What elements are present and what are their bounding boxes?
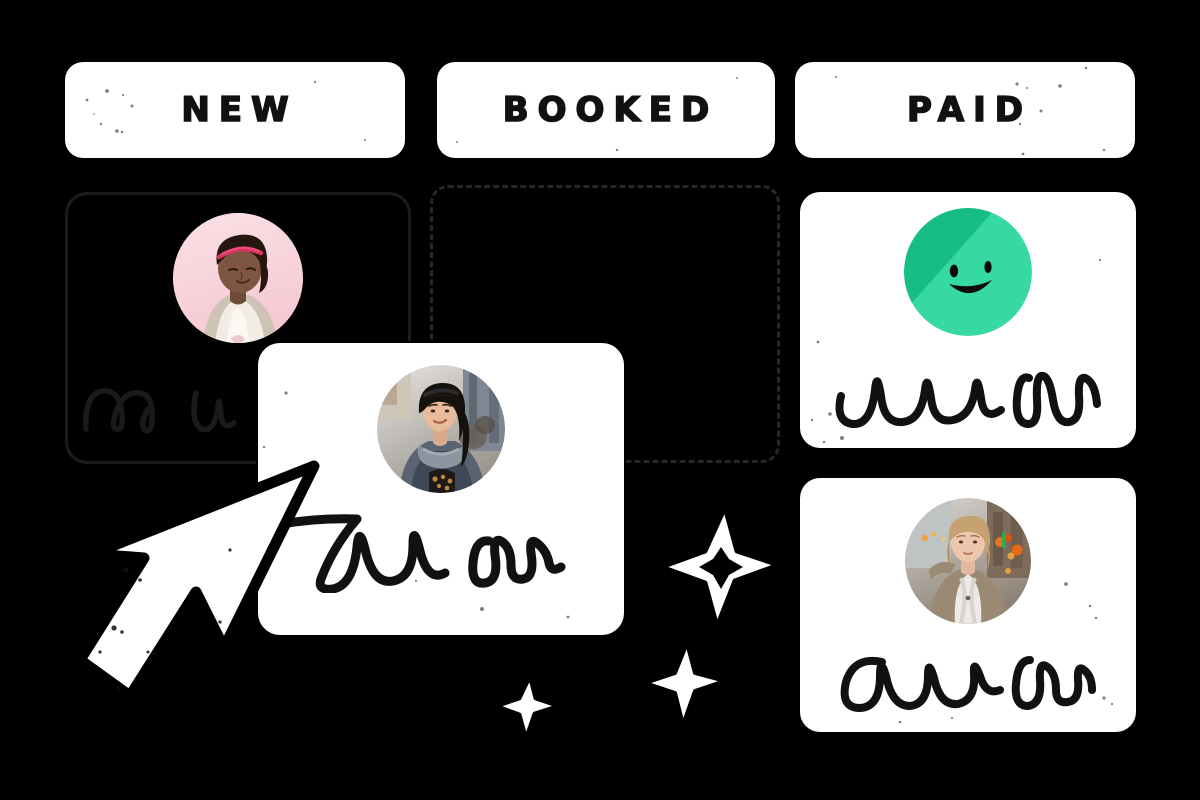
- sparkle-small-icon: [492, 672, 563, 743]
- avatar-photo-woman-gray-scarf: [377, 365, 505, 493]
- column-header-paid-label: PAID: [906, 90, 1032, 130]
- card-paid-1[interactable]: [800, 192, 1136, 448]
- column-header-paid[interactable]: PAID: [795, 62, 1135, 158]
- sparkle-mid-icon: [643, 641, 727, 727]
- handwritten-squiggle-placeholder: [840, 656, 1096, 712]
- avatar-photo-woman-pink-background: [173, 213, 303, 343]
- column-header-booked-label: BOOKED: [502, 90, 719, 130]
- sparkle-large-icon: [658, 504, 782, 630]
- handwritten-squiggle-placeholder: [835, 371, 1101, 428]
- column-header-new[interactable]: NEW: [65, 62, 405, 158]
- handwritten-squiggle-placeholder: [83, 388, 237, 434]
- card-paid-2[interactable]: [800, 478, 1136, 732]
- green-smiley-avatar: [904, 208, 1032, 336]
- avatar-photo-woman-blonde-bokeh: [905, 498, 1031, 624]
- card-dragged[interactable]: [258, 343, 624, 635]
- handwritten-squiggle-placeholder: [281, 514, 566, 593]
- column-header-booked[interactable]: BOOKED: [437, 62, 775, 158]
- column-header-new-label: NEW: [181, 90, 298, 130]
